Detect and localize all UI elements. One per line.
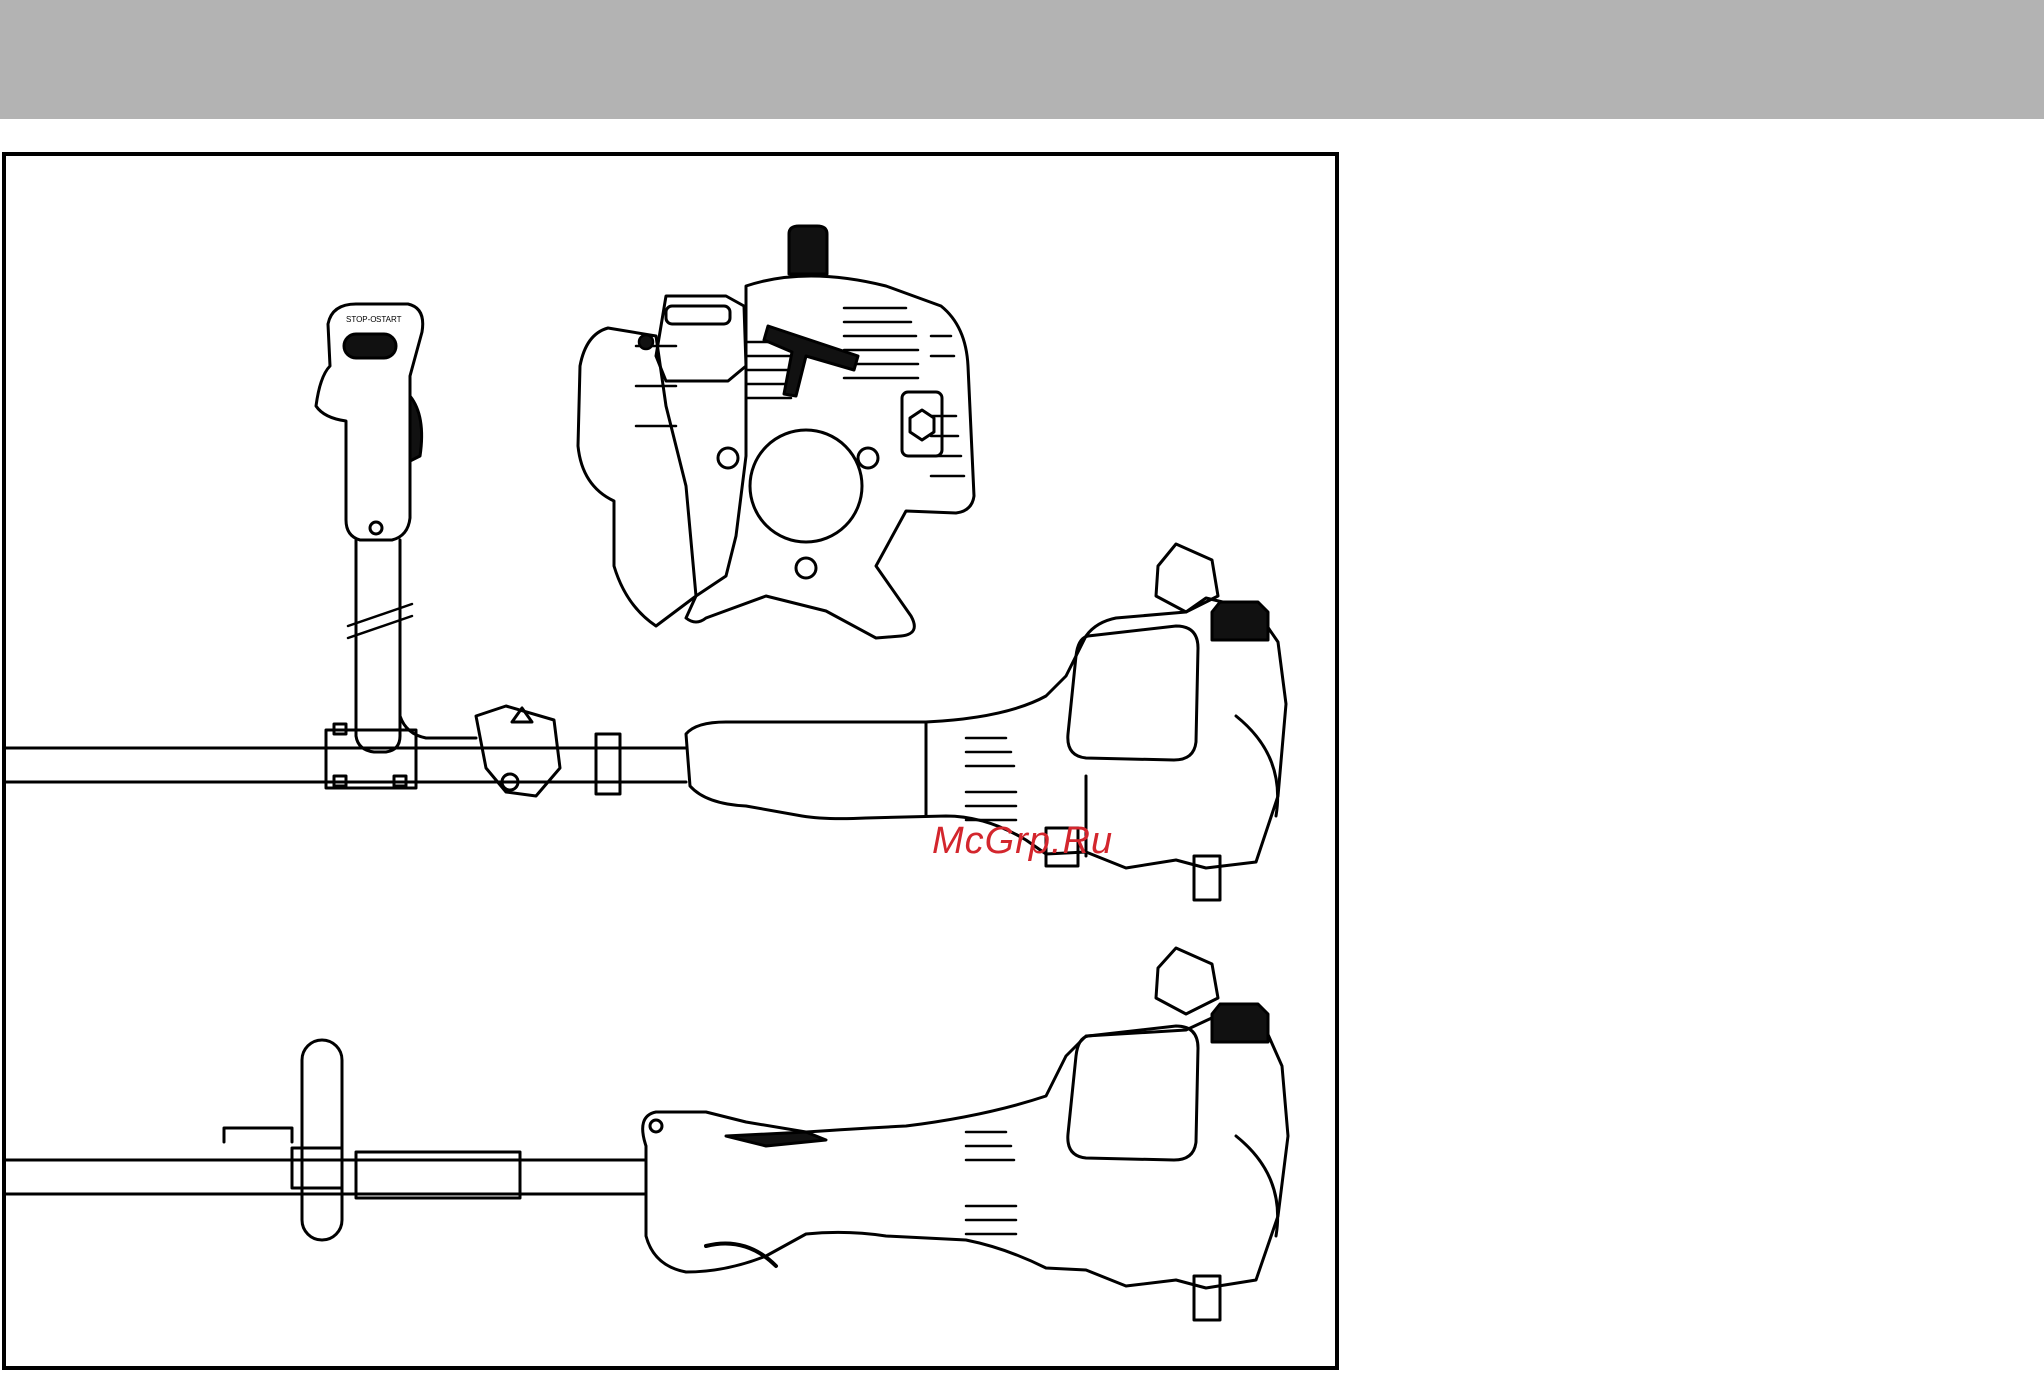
throttle-switch: [344, 334, 396, 358]
trimmer-illustration: STOP-O START: [6, 156, 1335, 1366]
handle-clamp: [326, 730, 416, 788]
grip-label-start: START: [376, 315, 402, 324]
watermark: McGrp.Ru: [932, 820, 1113, 863]
header-band: [0, 0, 2044, 119]
upper-fuel-cap: [1212, 602, 1268, 640]
trimmer-barrier-handle-version: [6, 948, 1288, 1320]
blank-text-column: [1360, 152, 2020, 1352]
shaft-collar: [596, 734, 620, 794]
trimmer-loop-handle-version: STOP-O START: [6, 304, 1286, 900]
crankcase-opening: [750, 430, 862, 542]
grip-label-stop: STOP-O: [346, 315, 377, 324]
cylinder-head: [656, 296, 746, 381]
figure-frame: STOP-O START: [2, 152, 1339, 1370]
lower-air-filter-cover: [1068, 1026, 1198, 1160]
barrier-handle: [302, 1040, 342, 1240]
handle-tube: [356, 540, 400, 752]
engine-housing-left: [578, 328, 696, 626]
upper-air-filter-cover: [1068, 626, 1198, 760]
lower-fuel-cap: [1212, 1004, 1268, 1042]
spark-plug-cover: [902, 392, 942, 456]
throttle-lever: [410, 396, 422, 461]
lower-throttle-trigger: [726, 1132, 826, 1146]
engine-unit: [578, 226, 974, 638]
starter-knob: [789, 226, 827, 274]
